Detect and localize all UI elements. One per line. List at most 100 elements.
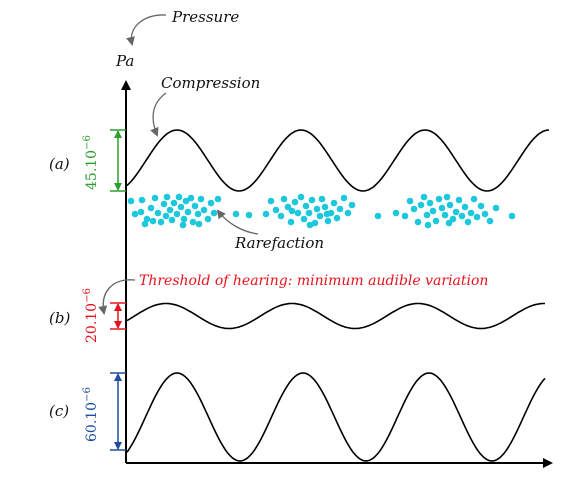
air-particle bbox=[175, 193, 183, 201]
air-particle bbox=[302, 202, 310, 210]
air-particle bbox=[170, 199, 178, 207]
air-particle bbox=[318, 195, 326, 203]
row-label-a: (a) bbox=[49, 155, 70, 173]
air-particle bbox=[464, 218, 472, 226]
air-particle bbox=[294, 209, 302, 217]
air-particle bbox=[348, 201, 356, 209]
air-particle bbox=[157, 218, 165, 226]
rarefaction-arrow bbox=[216, 209, 259, 235]
air-particle bbox=[191, 202, 199, 210]
air-particle bbox=[336, 205, 344, 213]
air-particle bbox=[316, 212, 324, 220]
air-particle bbox=[435, 195, 443, 203]
amplitude-label-b: 20.10−6 bbox=[82, 288, 100, 343]
air-particle bbox=[401, 212, 409, 220]
air-particle bbox=[420, 193, 428, 201]
air-particle bbox=[392, 209, 400, 217]
compression-label: Compression bbox=[161, 74, 260, 92]
wave-b bbox=[126, 302, 545, 330]
air-particles bbox=[127, 193, 516, 229]
air-particle bbox=[180, 215, 188, 223]
air-particle bbox=[166, 206, 174, 214]
pressure-arrow bbox=[126, 14, 167, 46]
air-particle bbox=[308, 196, 316, 204]
air-particle bbox=[374, 212, 382, 220]
air-particle bbox=[189, 218, 197, 226]
air-particle bbox=[445, 219, 453, 227]
rarefaction-label: Rarefaction bbox=[234, 234, 324, 252]
air-particle bbox=[508, 212, 516, 220]
air-particle bbox=[162, 212, 170, 220]
amplitude-label-c: 60.10−6 bbox=[82, 387, 100, 442]
air-particle bbox=[131, 210, 139, 218]
air-particle bbox=[173, 210, 181, 218]
air-particle bbox=[429, 207, 437, 215]
air-particle bbox=[467, 209, 475, 217]
air-particle bbox=[492, 204, 500, 212]
air-particle bbox=[272, 206, 280, 214]
air-particle bbox=[481, 210, 489, 218]
air-particle bbox=[204, 215, 212, 223]
air-particle bbox=[137, 208, 145, 216]
air-particle bbox=[147, 204, 155, 212]
air-particle bbox=[340, 194, 348, 202]
air-particle bbox=[446, 201, 454, 209]
air-particle bbox=[455, 196, 463, 204]
wave-c bbox=[126, 372, 546, 462]
air-particle bbox=[470, 195, 478, 203]
air-particle bbox=[458, 212, 466, 220]
air-particle bbox=[305, 209, 313, 217]
threshold-label: Threshold of hearing: minimum audible va… bbox=[139, 273, 488, 289]
air-particle bbox=[426, 199, 434, 207]
air-particle bbox=[207, 199, 215, 207]
wave-a bbox=[126, 129, 550, 192]
air-particle bbox=[452, 208, 460, 216]
air-particle bbox=[424, 221, 432, 229]
air-particle bbox=[330, 199, 338, 207]
air-particle bbox=[151, 194, 159, 202]
air-particle bbox=[323, 210, 331, 218]
air-particle bbox=[449, 215, 457, 223]
air-particle bbox=[267, 197, 275, 205]
air-particle bbox=[127, 197, 135, 205]
amplitude-label-a: 45.10−6 bbox=[82, 135, 100, 190]
air-particle bbox=[287, 218, 295, 226]
air-particle bbox=[324, 217, 332, 225]
air-particle bbox=[410, 205, 418, 213]
pressure-label: Pressure bbox=[171, 8, 239, 26]
air-particle bbox=[473, 213, 481, 221]
air-particle bbox=[149, 217, 157, 225]
air-particle bbox=[284, 203, 292, 211]
air-particle bbox=[184, 208, 192, 216]
air-particle bbox=[177, 203, 185, 211]
air-particle bbox=[195, 220, 203, 228]
air-particle bbox=[262, 210, 270, 218]
air-particle bbox=[138, 196, 146, 204]
air-particle bbox=[461, 203, 469, 211]
air-particle bbox=[143, 215, 151, 223]
compression-arrow bbox=[150, 92, 167, 137]
air-particle bbox=[168, 216, 176, 224]
amplitude-bracket-b bbox=[110, 302, 126, 330]
air-particle bbox=[423, 211, 431, 219]
air-particle bbox=[414, 218, 422, 226]
row-label-c: (c) bbox=[49, 402, 69, 420]
air-particle bbox=[160, 200, 168, 208]
row-label-b: (b) bbox=[49, 309, 70, 327]
air-particle bbox=[300, 215, 308, 223]
air-particle bbox=[232, 210, 240, 218]
air-particle bbox=[344, 209, 352, 217]
air-particle bbox=[280, 195, 288, 203]
air-particle bbox=[486, 217, 494, 225]
air-particle bbox=[163, 193, 171, 201]
air-particle bbox=[245, 211, 253, 219]
air-particle bbox=[477, 202, 485, 210]
air-particle bbox=[313, 205, 321, 213]
air-particle bbox=[291, 198, 299, 206]
amplitude-bracket-c bbox=[110, 372, 126, 451]
air-particle bbox=[333, 214, 341, 222]
air-particle bbox=[197, 195, 205, 203]
air-particle bbox=[182, 197, 190, 205]
air-particle bbox=[288, 207, 296, 215]
